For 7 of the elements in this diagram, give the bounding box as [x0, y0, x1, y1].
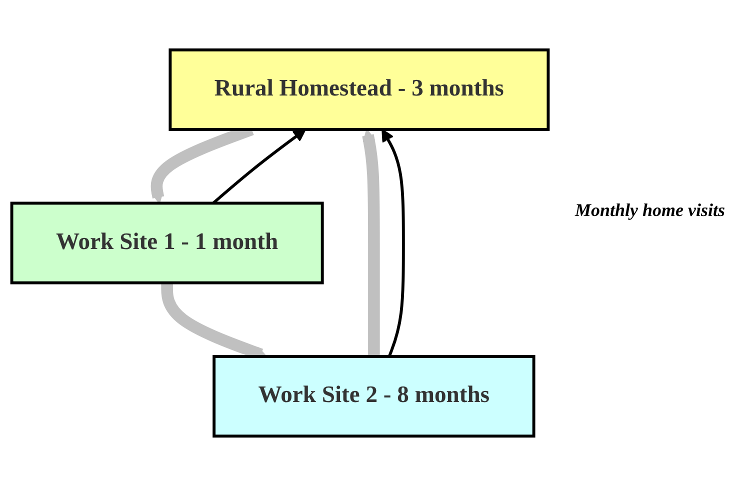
- node-box: Rural Homestead - 3 months: [168, 48, 550, 131]
- arrow: [362, 128, 380, 356]
- arrow: [382, 128, 405, 358]
- arrow: [212, 128, 306, 204]
- node-box: Work Site 2 - 8 months: [212, 355, 536, 438]
- node-box: Work Site 1 - 1 month: [10, 202, 324, 284]
- note-text: Monthly home visits: [574, 200, 726, 221]
